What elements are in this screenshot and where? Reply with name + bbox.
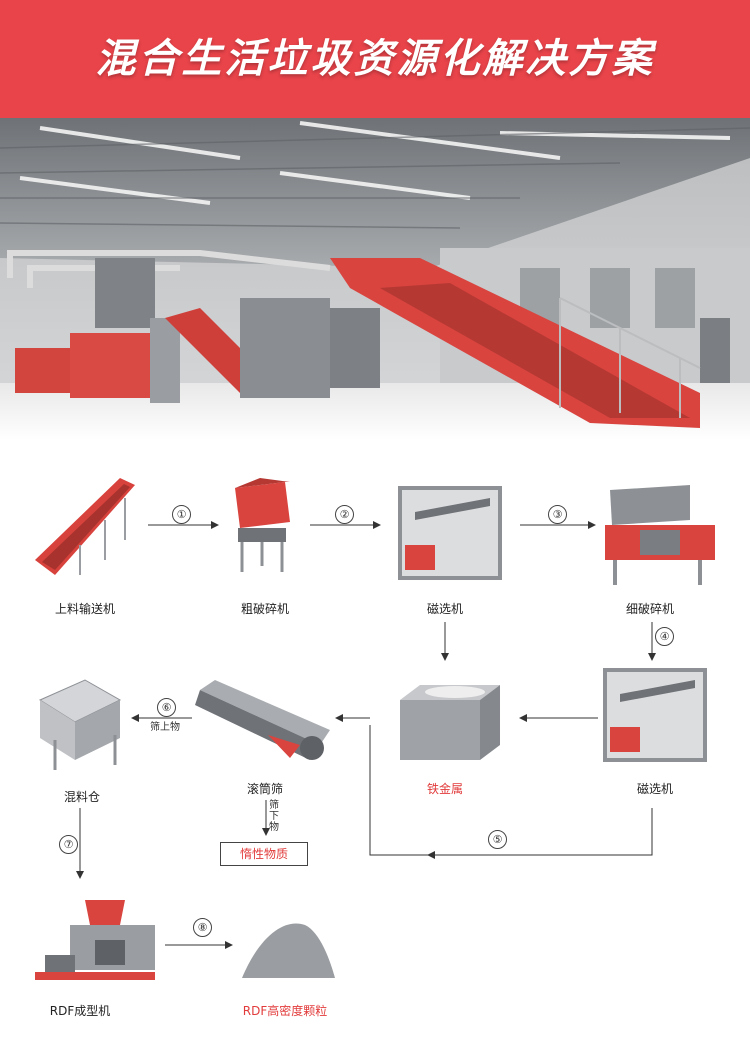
label-rdf-pellets: RDF高密度颗粒 [242, 1004, 328, 1018]
return-line [369, 725, 428, 856]
label-mixing-bin: 混料仓 [63, 790, 100, 804]
label-magnetic-separator-2: 磁选机 [636, 782, 673, 796]
note-undersize-2: 下 [269, 811, 279, 822]
step-number-3: ③ [548, 505, 567, 524]
rdf-press-icon [35, 900, 155, 980]
step-number-2: ② [335, 505, 354, 524]
note-undersize-3: 物 [269, 822, 279, 833]
magnetic-separator-1-icon [398, 486, 502, 580]
label-feeder: 上料输送机 [54, 602, 115, 616]
step-number-6: ⑥ [157, 698, 176, 717]
step-number-5: ⑤ [488, 830, 507, 849]
label-magnetic-separator-1: 磁选机 [426, 602, 463, 616]
step-number-8: ⑧ [193, 918, 212, 937]
header-banner [0, 0, 750, 118]
label-ferrous-metal: 铁金属 [426, 782, 463, 796]
note-undersize-1: 筛 [269, 800, 279, 811]
mixing-bin-icon [38, 679, 122, 770]
trommel-screen-icon [195, 680, 330, 760]
label-fine-shredder: 细破碎机 [625, 602, 674, 616]
factory-illustration [0, 118, 750, 440]
step-number-1: ① [172, 505, 191, 524]
label-rdf-press: RDF成型机 [49, 1004, 111, 1018]
rdf-pellets-icon [242, 923, 335, 978]
magnetic-separator-2-icon [603, 668, 707, 762]
ferrous-metal-bin-icon [400, 685, 500, 760]
coarse-shredder-icon [235, 478, 290, 572]
flow-arrows [76, 521, 656, 949]
inert-material-box: 惰性物质 [220, 842, 308, 866]
step-number-4: ④ [655, 627, 674, 646]
label-trommel: 滚筒筛 [246, 782, 283, 796]
feeder-conveyor-icon [35, 478, 135, 575]
label-coarse-shredder: 粗破碎机 [240, 602, 289, 616]
page-title: 混合生活垃圾资源化解决方案 [95, 36, 655, 82]
note-oversize: 筛上物 [150, 722, 180, 733]
fine-shredder-icon [605, 485, 715, 585]
step-number-7: ⑦ [59, 835, 78, 854]
